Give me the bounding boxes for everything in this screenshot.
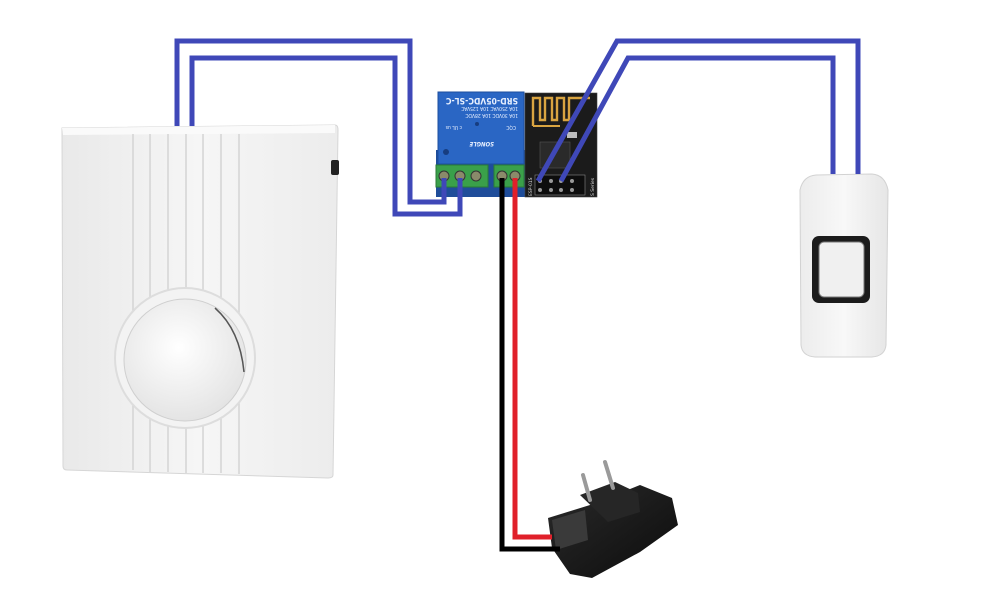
adapter-prong-1: [581, 473, 592, 502]
relay-rating-dc: 10A 30VDC 10A 28VDC: [465, 112, 518, 118]
relay-model-text: SRD-05VDC-SL-C: [445, 95, 518, 105]
button-to-esp-wires: [535, 38, 861, 183]
esp-pin[interactable]: [570, 188, 574, 192]
relay-rating-ac: 10A 250VAC 10A 125VAC: [461, 105, 518, 111]
button-press-surface[interactable]: [818, 241, 865, 298]
button-wire-inner: [558, 55, 836, 183]
esp-series-label: S Series: [590, 177, 596, 196]
esp-led: [567, 132, 577, 138]
power-wires: [499, 178, 560, 552]
chime-wire-outer: [174, 38, 447, 205]
chime-dome: [123, 298, 247, 422]
doorbell-push-button[interactable]: [799, 173, 889, 358]
relay-hole: [475, 122, 479, 126]
relay-terminal-block-output: [435, 164, 489, 188]
esp-pin[interactable]: [570, 179, 574, 183]
power-wire-positive: [512, 178, 552, 540]
esp-pin[interactable]: [559, 188, 563, 192]
chime-top-edge: [62, 125, 335, 135]
antenna-icon: [531, 96, 590, 126]
adapter-plug-base: [580, 482, 640, 522]
power-wire-negative: [499, 178, 560, 552]
button-wire-outer: [535, 38, 861, 183]
relay-terminal-3[interactable]: [470, 170, 482, 182]
esp-label: ESP-01S: [528, 177, 534, 196]
chime-side-switch[interactable]: [331, 160, 339, 175]
adapter-label: [552, 510, 588, 550]
chime-to-relay-wires: [174, 38, 463, 217]
relay-brand: SONGLE: [469, 140, 494, 147]
esp-pin[interactable]: [549, 188, 553, 192]
adapter-prong-2: [603, 460, 615, 490]
doorbell-chime: [61, 124, 339, 479]
power-adapter: [548, 460, 678, 578]
relay-hole-2: [443, 149, 449, 155]
esp-pin[interactable]: [549, 179, 553, 183]
chime-dome-shadow: [214, 307, 245, 373]
relay-cert-ul: c UL us: [445, 124, 462, 130]
chime-wire-inner: [189, 55, 463, 217]
relay-cert-ce: CQC: [506, 124, 516, 130]
relay-housing: [437, 91, 525, 165]
esp-pin-header: [534, 174, 586, 196]
esp-pin[interactable]: [538, 188, 542, 192]
relay-terminal-block-power: [493, 164, 525, 188]
adapter-body: [548, 485, 678, 578]
